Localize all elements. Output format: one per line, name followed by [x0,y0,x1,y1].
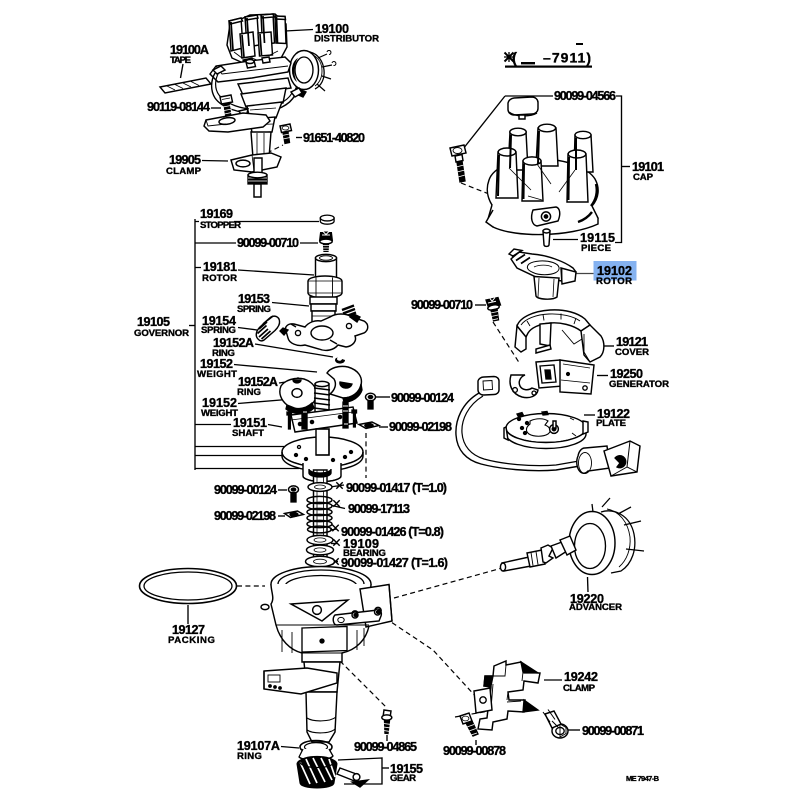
svg-text:CLAMP: CLAMP [563,683,596,694]
svg-text:90119-08144: 90119-08144 [147,100,210,114]
svg-text:CAP: CAP [633,172,654,183]
svg-text:90099-02198: 90099-02198 [389,420,452,434]
svg-text:90099-00878: 90099-00878 [443,744,506,758]
svg-text:19152A: 19152A [238,375,278,389]
svg-text:19100A: 19100A [170,43,209,57]
svg-text:CLAMP: CLAMP [166,166,202,177]
svg-text:19100: 19100 [315,22,349,36]
svg-text:–7911): –7911) [543,50,591,66]
svg-text:90099-17113: 90099-17113 [348,502,410,516]
svg-text:19107A: 19107A [237,739,280,753]
svg-text:90099-01427 (T=1.6): 90099-01427 (T=1.6) [341,556,448,570]
svg-text:90099-00710: 90099-00710 [237,236,299,250]
svg-text:SPRING: SPRING [237,304,271,315]
svg-text:19155: 19155 [390,762,423,776]
svg-text:PACKING: PACKING [168,635,215,646]
svg-text:ME 7947-B: ME 7947-B [626,774,660,783]
svg-text:ROTOR: ROTOR [202,273,237,284]
svg-text:19220: 19220 [570,592,604,606]
svg-text:COVER: COVER [615,347,649,358]
svg-text:90099-00124: 90099-00124 [214,483,277,497]
svg-text:GENERATOR: GENERATOR [609,379,669,390]
svg-text:(: ( [512,50,517,67]
svg-text:GEAR: GEAR [390,773,416,784]
svg-text:WEIGHT: WEIGHT [201,408,238,419]
svg-text:19152: 19152 [202,396,237,410]
svg-text:19121: 19121 [616,335,648,349]
svg-text:19152: 19152 [200,357,233,371]
svg-text:19105: 19105 [137,315,170,329]
svg-text:19127: 19127 [172,623,205,637]
svg-text:19152A: 19152A [213,336,254,350]
svg-text:19101: 19101 [632,160,664,174]
svg-text:19109: 19109 [343,537,379,551]
svg-text:91651-40820: 91651-40820 [303,131,365,145]
svg-text:19181: 19181 [203,260,237,274]
svg-text:19905: 19905 [169,153,201,167]
svg-text:90099-02198: 90099-02198 [214,509,276,523]
svg-text:DISTRIBUTOR: DISTRIBUTOR [314,34,379,45]
svg-text:SHAFT: SHAFT [232,428,264,439]
svg-text:PLATE: PLATE [596,418,627,429]
svg-text:PIECE: PIECE [581,243,612,254]
svg-text:19242: 19242 [564,670,598,684]
svg-text:19122: 19122 [597,407,630,421]
svg-text:19102: 19102 [597,264,632,278]
svg-text:19151: 19151 [233,416,267,430]
svg-text:90099-00124: 90099-00124 [391,391,454,405]
svg-text:ADVANCER: ADVANCER [569,602,622,613]
svg-text:RING: RING [237,751,262,762]
svg-text:19154: 19154 [202,314,236,328]
svg-text:90099-01417 (T=1.0): 90099-01417 (T=1.0) [346,481,447,495]
svg-text:19169: 19169 [200,207,233,221]
svg-text:19250: 19250 [610,367,643,381]
svg-text:TAPE: TAPE [170,55,192,66]
svg-text:90099-04566: 90099-04566 [554,89,616,103]
svg-text:WEIGHT: WEIGHT [197,369,237,380]
svg-text:RING: RING [237,387,261,398]
svg-text:90099-01426 (T=0.8): 90099-01426 (T=0.8) [341,525,444,539]
svg-text:BEARING: BEARING [343,548,386,559]
svg-text:GOVERNOR: GOVERNOR [134,328,189,339]
svg-text:90099-04865: 90099-04865 [354,740,417,754]
svg-text:STOPPER: STOPPER [200,220,241,231]
svg-text:90099-00710: 90099-00710 [411,298,473,312]
svg-text:90099-00871: 90099-00871 [582,724,644,738]
svg-text:19115: 19115 [580,231,615,245]
svg-text:ROTOR: ROTOR [596,276,632,287]
svg-text:RING: RING [212,348,235,359]
svg-text:SPRING: SPRING [201,325,236,336]
svg-text:19153: 19153 [238,292,270,306]
